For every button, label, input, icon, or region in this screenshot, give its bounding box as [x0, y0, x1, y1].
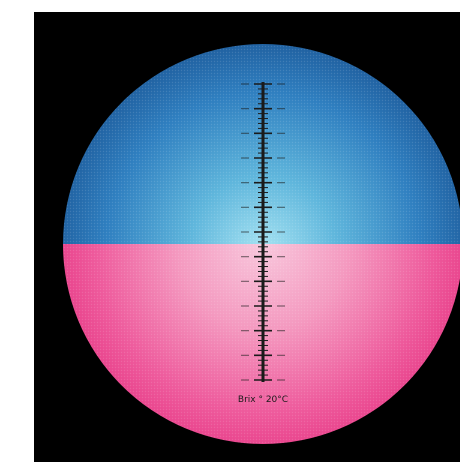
- brix-scale: [241, 82, 285, 382]
- scale-caption: Brix ° 20°C: [238, 395, 288, 405]
